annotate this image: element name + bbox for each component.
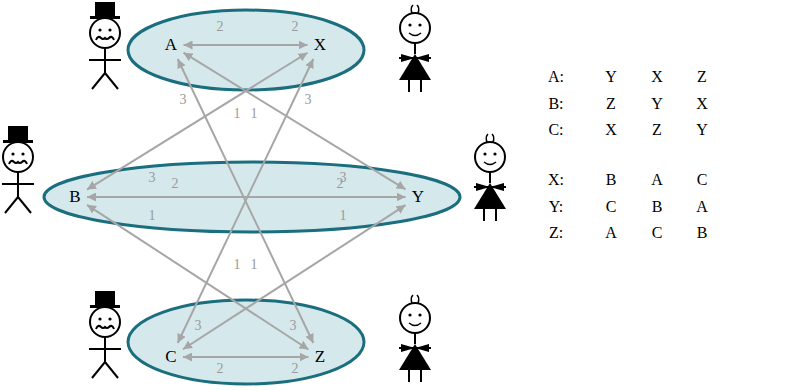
man-figure	[89, 291, 121, 378]
rank-number: 2	[292, 361, 299, 376]
table-cell: Z	[606, 95, 616, 113]
table-cell: A	[696, 198, 708, 216]
person-letter: Y	[406, 183, 431, 211]
rank-number: 1	[340, 208, 347, 223]
pair-ellipse	[44, 162, 460, 232]
table-cell: B	[606, 171, 617, 189]
rank-number: 2	[217, 361, 224, 376]
table-cell: X	[651, 68, 663, 86]
preference-arrow	[87, 53, 308, 190]
rank-number: 1	[149, 208, 156, 223]
preference-arrow	[87, 205, 309, 350]
person-name: X	[314, 35, 326, 55]
preference-arrow	[178, 59, 314, 343]
woman-figure	[399, 295, 431, 382]
rank-number: 2	[217, 19, 224, 34]
person-name: C	[165, 347, 176, 367]
preference-arrow	[184, 44, 308, 46]
rank-number: 3	[149, 170, 156, 185]
table-cell: Z	[697, 68, 707, 86]
person-letter: X	[308, 31, 333, 59]
table-row-head: Y:	[549, 198, 564, 216]
person-letter: A	[159, 31, 184, 59]
table-cell: C	[697, 171, 708, 189]
table-cell: Y	[605, 68, 617, 86]
rank-number: 1	[251, 106, 258, 121]
preference-arrow	[178, 59, 314, 343]
table-cell: X	[696, 95, 708, 113]
man-figure	[89, 2, 121, 89]
rank-number: 1	[234, 257, 241, 272]
person-letter: C	[159, 343, 183, 371]
table-cell: A	[605, 224, 617, 242]
table-cell: B	[652, 198, 663, 216]
table-row-head: A:	[548, 68, 564, 86]
table-cell: A	[651, 171, 663, 189]
table-row-head: B:	[548, 95, 563, 113]
preference-arrow	[184, 53, 406, 190]
person-letter: B	[63, 183, 87, 211]
table-cell: Z	[652, 121, 662, 139]
preference-arrow	[183, 356, 309, 358]
person-name: Y	[412, 187, 424, 207]
table-cell: X	[605, 121, 617, 139]
rank-number: 2	[172, 176, 179, 191]
table-cell: Y	[651, 95, 663, 113]
table-row-head: X:	[548, 171, 564, 189]
person-name: B	[69, 187, 80, 207]
rank-number: 3	[180, 92, 187, 107]
rank-number: 2	[292, 19, 299, 34]
person-letter: Z	[309, 343, 332, 371]
pair-ellipse	[128, 300, 364, 384]
rank-number: 1	[251, 257, 258, 272]
table-cell: B	[697, 224, 708, 242]
rank-number: 3	[195, 318, 202, 333]
table-cell: Y	[696, 121, 708, 139]
rank-number: 3	[290, 318, 297, 333]
rank-number: 3	[305, 92, 312, 107]
pair-ellipse	[128, 10, 364, 90]
table-cell: C	[652, 224, 663, 242]
table-cell: C	[606, 198, 617, 216]
table-row-head: Z:	[549, 224, 563, 242]
preference-arrow	[183, 205, 406, 349]
person-name: A	[165, 35, 177, 55]
person-name: Z	[315, 347, 325, 367]
table-row-head: C:	[548, 121, 563, 139]
woman-figure	[474, 134, 506, 221]
rank-number: 2	[337, 176, 344, 191]
man-figure	[2, 126, 34, 213]
rank-number: 1	[234, 106, 241, 121]
woman-figure	[399, 5, 431, 92]
